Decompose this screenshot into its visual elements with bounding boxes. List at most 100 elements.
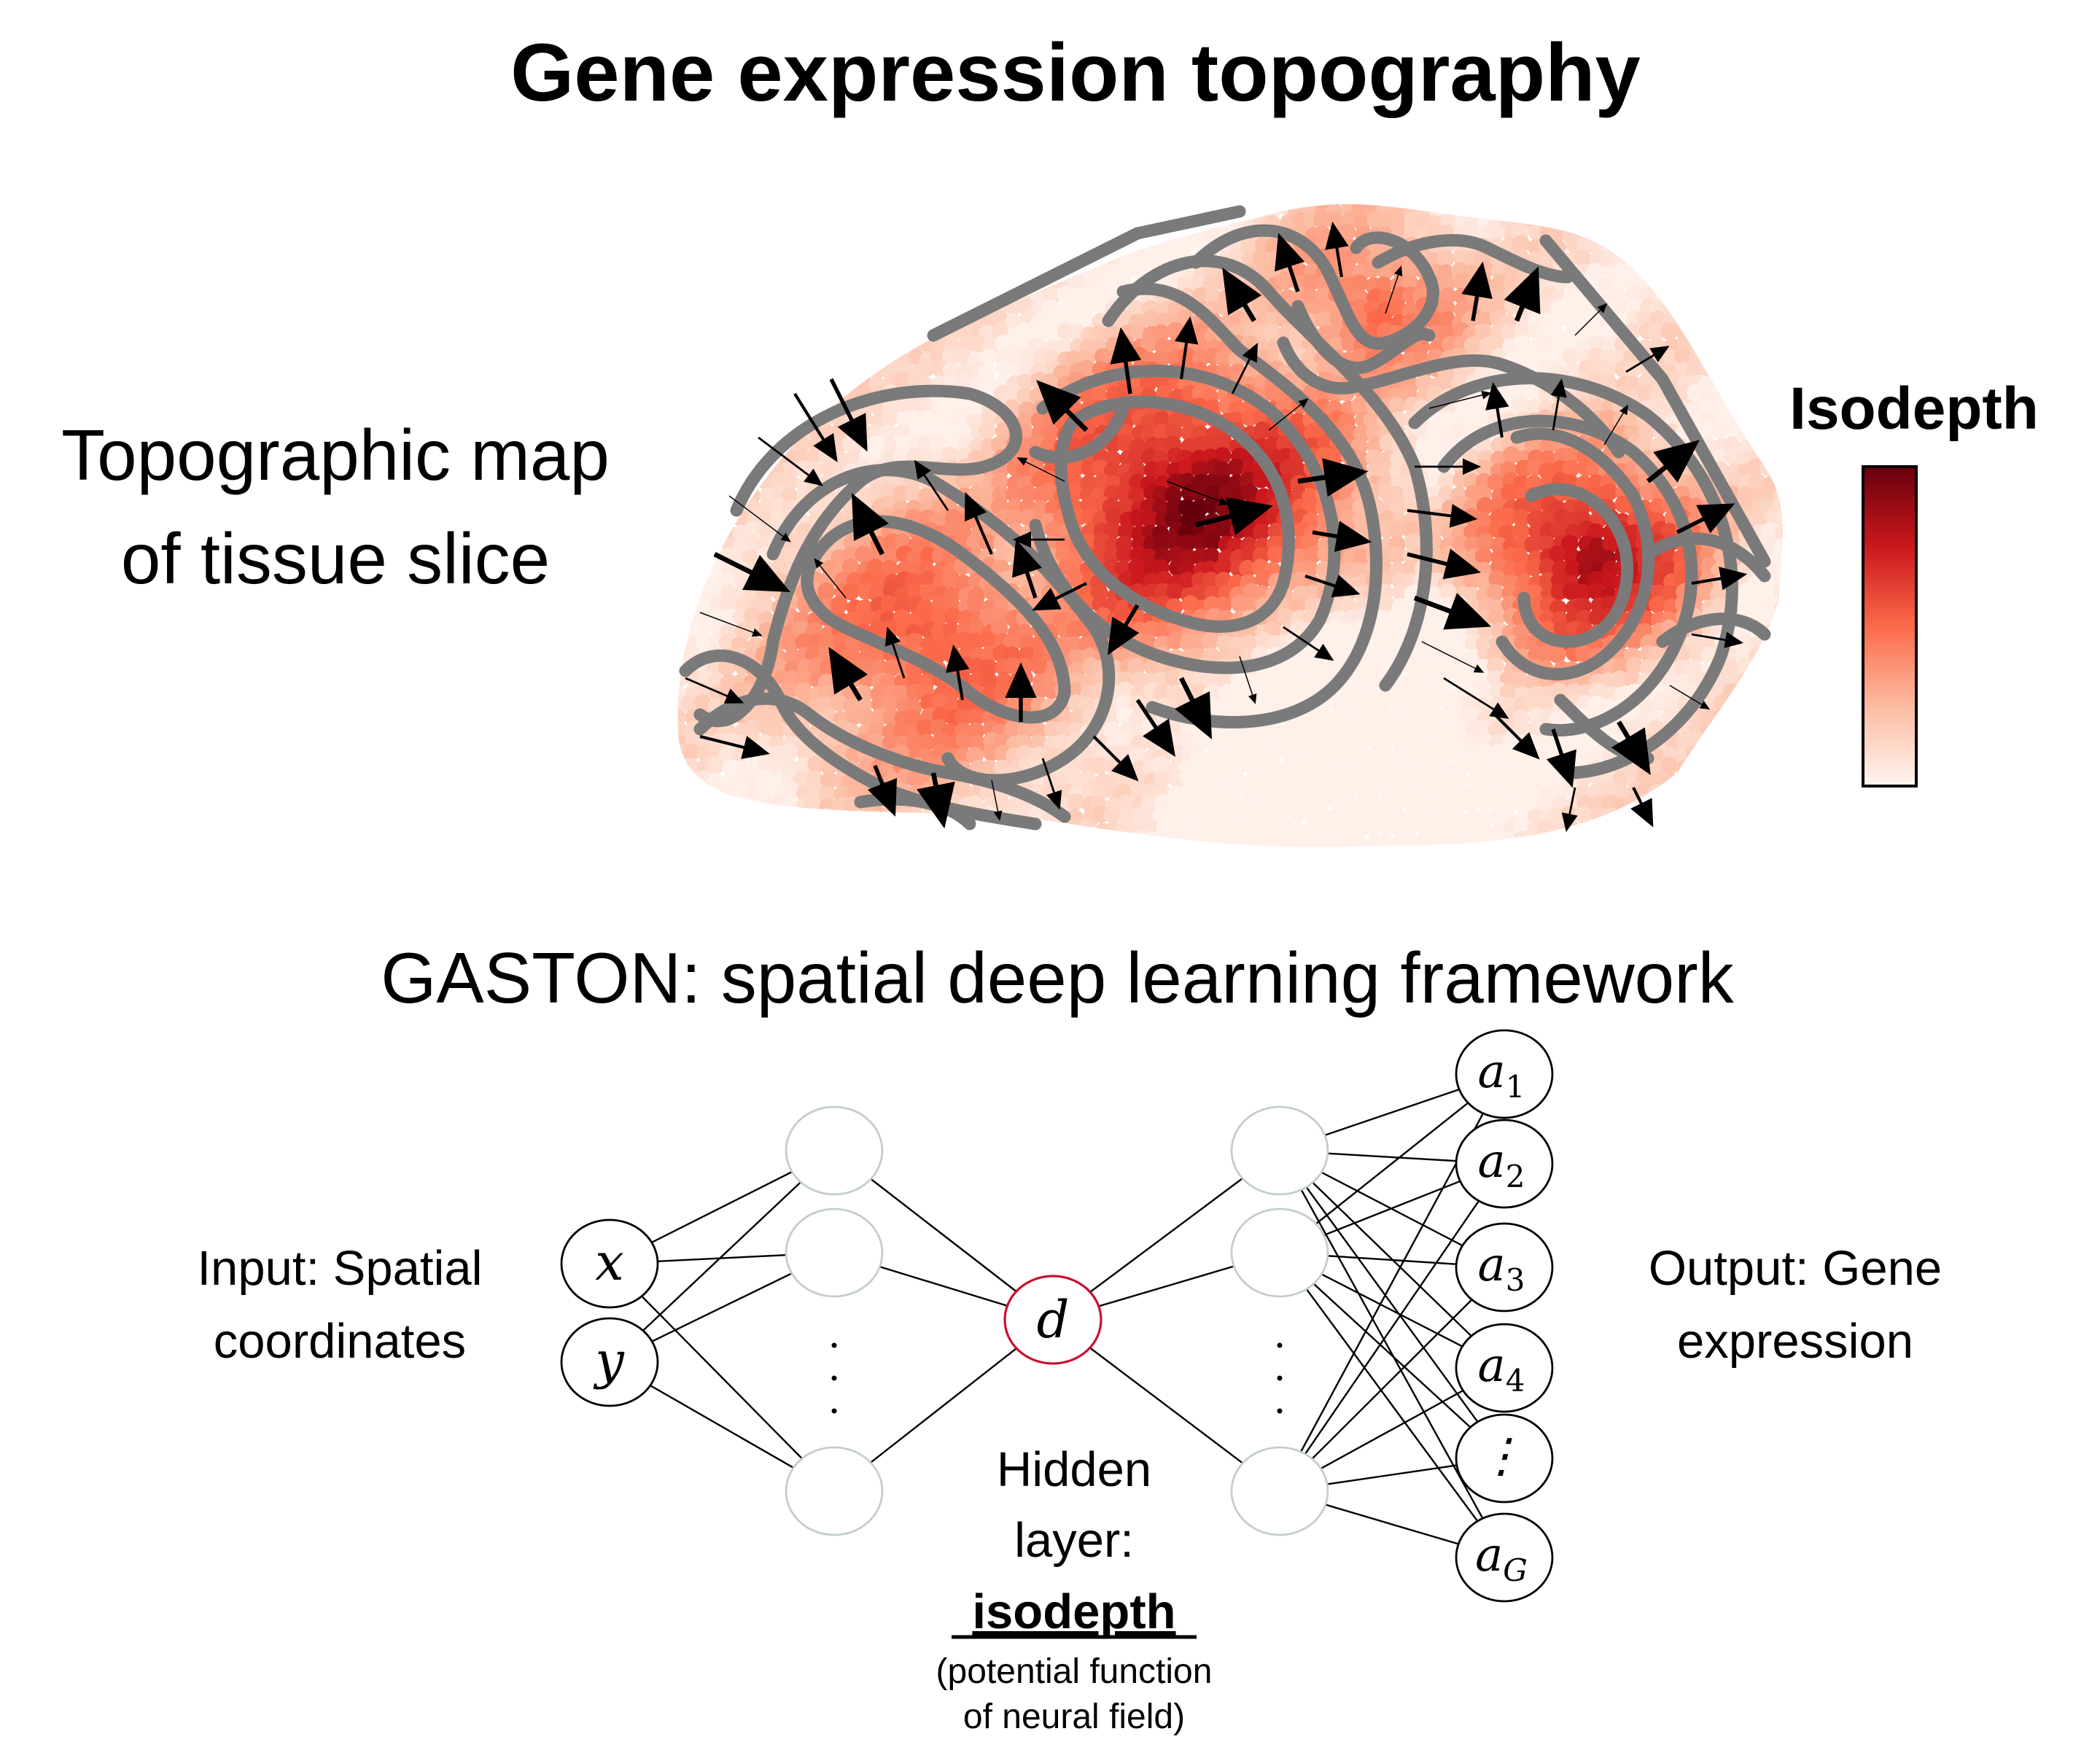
tissue-spot bbox=[1774, 734, 1783, 752]
tissue-spot bbox=[1463, 204, 1481, 207]
tissue-spot bbox=[677, 214, 688, 233]
tissue-spot bbox=[1751, 696, 1770, 715]
tissue-spot bbox=[1599, 250, 1617, 268]
tissue-spot bbox=[1749, 682, 1767, 701]
tissue-spot bbox=[1474, 204, 1492, 207]
tissue-spot bbox=[1700, 226, 1719, 244]
tissue-spot bbox=[1748, 672, 1766, 691]
tissue-spot bbox=[868, 204, 886, 207]
tissue-spot bbox=[707, 845, 725, 847]
tissue-spot bbox=[992, 238, 1011, 257]
tissue-spot bbox=[955, 373, 973, 391]
tissue-spot bbox=[734, 226, 751, 244]
tissue-spot bbox=[680, 239, 699, 257]
tissue-spot bbox=[917, 359, 936, 377]
tissue-spot bbox=[882, 275, 901, 293]
tissue-spot bbox=[867, 262, 884, 281]
tissue-spot bbox=[1660, 287, 1679, 305]
tissue-spot bbox=[1042, 833, 1060, 847]
tissue-spot bbox=[1771, 362, 1783, 380]
tissue-spot bbox=[1251, 204, 1269, 216]
tissue-spot bbox=[660, 462, 677, 480]
tissue-spot bbox=[858, 274, 876, 292]
tissue-spot bbox=[1762, 238, 1780, 256]
tissue-spot bbox=[1688, 806, 1706, 824]
tissue-spot bbox=[1724, 780, 1742, 798]
tissue-spot bbox=[1748, 731, 1766, 749]
tissue-spot bbox=[698, 820, 715, 838]
tissue-spot bbox=[945, 237, 963, 255]
tissue-spot bbox=[1697, 845, 1715, 847]
tissue-spot bbox=[906, 843, 925, 847]
tissue-spot bbox=[709, 396, 727, 414]
tissue-spot bbox=[1674, 204, 1692, 217]
tissue-spot bbox=[734, 264, 752, 282]
tissue-spot bbox=[1253, 421, 1272, 439]
tissue-spot bbox=[855, 238, 874, 256]
tissue-spot bbox=[1536, 833, 1554, 847]
tissue-spot bbox=[1710, 336, 1727, 354]
tissue-spot bbox=[1476, 844, 1494, 847]
tissue-spot bbox=[772, 264, 790, 282]
tissue-spot bbox=[805, 397, 823, 415]
tissue-spot bbox=[755, 287, 774, 306]
tissue-spot bbox=[1116, 262, 1135, 280]
tissue-spot bbox=[1700, 720, 1718, 738]
tissue-spot bbox=[845, 362, 863, 381]
tissue-spot bbox=[1775, 326, 1783, 344]
tissue-spot bbox=[1226, 204, 1245, 208]
tissue-spot bbox=[970, 211, 988, 229]
tissue-spot bbox=[696, 844, 713, 847]
tissue-spot bbox=[879, 424, 897, 442]
tissue-spot bbox=[1661, 820, 1679, 839]
tissue-spot bbox=[967, 204, 985, 206]
tissue-spot bbox=[685, 806, 704, 824]
tissue-spot bbox=[918, 833, 936, 847]
tissue-spot bbox=[1689, 273, 1707, 291]
tissue-spot bbox=[1201, 435, 1219, 454]
tissue-spot bbox=[683, 559, 701, 578]
tissue-spot bbox=[792, 214, 810, 233]
tissue-spot bbox=[677, 385, 689, 403]
tissue-spot bbox=[720, 425, 738, 443]
tissue-spot bbox=[1724, 832, 1742, 847]
tissue-spot bbox=[944, 204, 962, 206]
tissue-spot bbox=[1054, 213, 1072, 231]
tissue-spot bbox=[917, 204, 936, 208]
tissue-spot bbox=[793, 287, 812, 305]
tissue-spot bbox=[1142, 186, 1159, 203]
tissue-spot bbox=[719, 472, 737, 490]
tissue-spot bbox=[677, 520, 691, 538]
tissue-spot bbox=[1764, 410, 1782, 428]
tissue-spot bbox=[981, 226, 999, 244]
tissue-spot bbox=[657, 793, 674, 811]
tissue-spot bbox=[1722, 326, 1741, 344]
tissue-spot bbox=[871, 822, 889, 840]
tissue-spot bbox=[1724, 770, 1743, 788]
tissue-spot bbox=[1623, 204, 1641, 217]
tissue-spot bbox=[1738, 311, 1756, 330]
tissue-spot bbox=[1512, 235, 1531, 253]
tissue-spot bbox=[1775, 658, 1783, 676]
tissue-spot bbox=[658, 326, 675, 343]
tissue-spot bbox=[1539, 508, 1557, 526]
tissue-spot bbox=[1710, 204, 1728, 217]
tissue-spot bbox=[1514, 204, 1532, 207]
tissue-spot bbox=[1178, 499, 1196, 517]
tissue-spot bbox=[1772, 399, 1783, 417]
tissue-spot bbox=[1746, 400, 1765, 418]
tissue-spot bbox=[953, 289, 971, 307]
tissue-spot bbox=[1678, 186, 1695, 203]
tissue-spot bbox=[1674, 300, 1692, 318]
tissue-spot bbox=[1698, 769, 1716, 788]
tissue-spot bbox=[1242, 204, 1260, 208]
tissue-spot bbox=[677, 325, 690, 343]
tissue-spot bbox=[980, 348, 998, 366]
tissue-spot bbox=[1268, 204, 1286, 207]
tissue-spot bbox=[1129, 831, 1147, 847]
tissue-spot bbox=[856, 348, 874, 366]
tissue-spot bbox=[903, 325, 922, 343]
tissue-spot bbox=[968, 276, 987, 295]
tissue-spot bbox=[1722, 809, 1740, 828]
tissue-spot bbox=[1773, 273, 1783, 291]
